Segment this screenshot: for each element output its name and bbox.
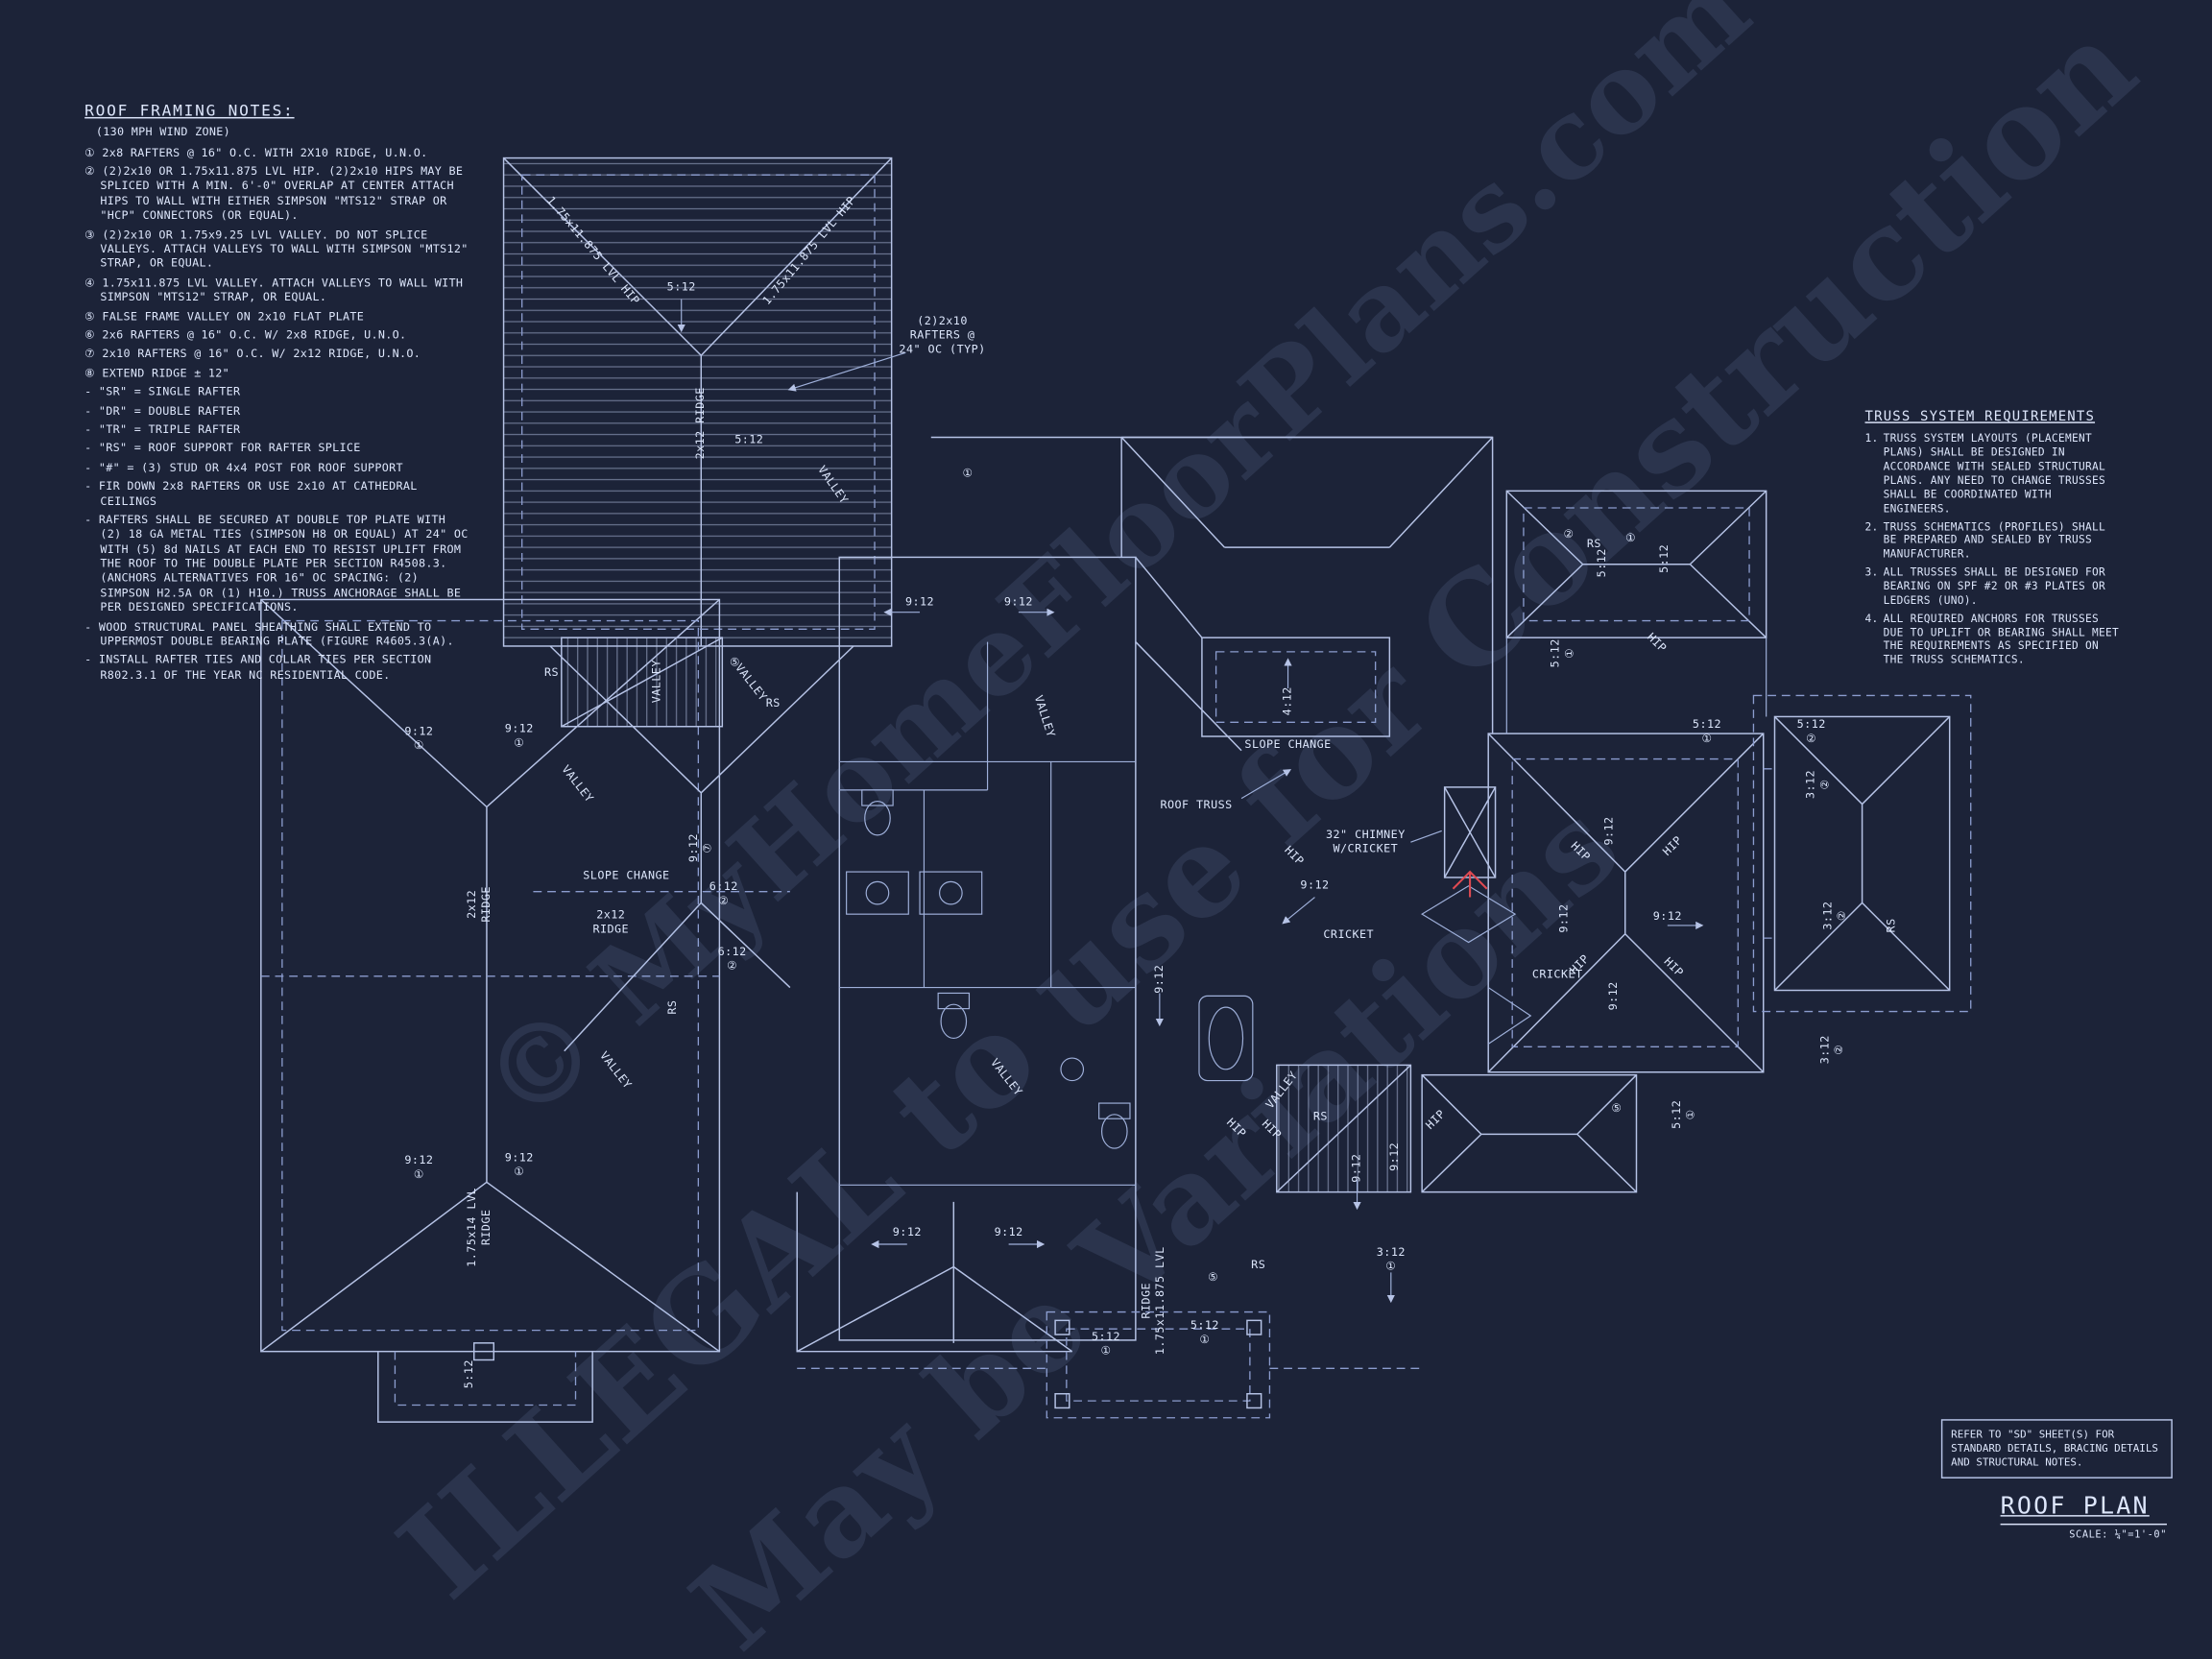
sd-reference-note: REFER TO "SD" SHEET(S) FOR STANDARD DETA… <box>1940 1419 2173 1479</box>
stairs-upper <box>561 637 724 728</box>
truss-system-requirements: TRUSS SYSTEM REQUIREMENTS 1. TRUSS SYSTEM… <box>1865 409 2122 671</box>
slope-change-box-dashed <box>1214 651 1377 723</box>
notes-title: ROOF FRAMING NOTES: <box>84 101 295 120</box>
note-item: - "RS" = ROOF SUPPORT FOR RAFTER SPLICE <box>84 442 361 455</box>
note-item: - FIR DOWN 2x8 RAFTERS OR USE 2x10 AT CA… <box>84 479 418 508</box>
truss-item: 1. TRUSS SYSTEM LAYOUTS (PLACEMENT PLANS)… <box>1865 432 2122 516</box>
note-item: ④ 1.75x11.875 LVL VALLEY. ATTACH VALLEYS… <box>84 276 464 304</box>
center-right-roof <box>1120 436 1494 752</box>
sheet-scale: SCALE: ¼"=1'-0" <box>2069 1528 2167 1541</box>
note-item: - "DR" = DOUBLE RAFTER <box>84 404 241 418</box>
note-item: ③ (2)2x10 OR 1.75x9.25 LVL VALLEY. DO NO… <box>84 228 469 271</box>
gable-roof-block <box>502 156 1493 647</box>
sheet-title: ROOF PLAN <box>2000 1493 2167 1526</box>
red-revision-mark <box>1452 870 1488 898</box>
notes-subtitle: (130 MPH WIND ZONE) <box>95 126 230 139</box>
note-item: - "SR" = SINGLE RAFTER <box>84 385 241 398</box>
note-item: - INSTALL RAFTER TIES AND COLLAR TIES PE… <box>84 653 432 682</box>
interior-partitions <box>839 641 1136 1186</box>
truss-item: 2. TRUSS SCHEMATICS (PROFILES) SHALL BE P… <box>1865 519 2122 561</box>
note-item: - "#" = (3) STUD OR 4x4 POST FOR ROOF SU… <box>84 461 403 474</box>
title-block: ROOF PLAN SCALE: ¼"=1'-0" <box>2000 1493 2167 1541</box>
note-item: ⑧ EXTEND RIDGE ± 12" <box>84 366 230 379</box>
top-right-connectors <box>1505 637 1767 734</box>
truss-item-number: 4. <box>1864 612 1879 625</box>
right-hip-square <box>1487 733 1765 1073</box>
note-item: ② (2)2x10 OR 1.75x11.875 LVL HIP. (2)2x1… <box>84 165 464 223</box>
central-roof-block <box>796 556 1137 1353</box>
stairs-lower <box>1276 1064 1412 1193</box>
note-item: - "TR" = TRIPLE RAFTER <box>84 422 241 436</box>
cricket-shapes <box>1421 885 1532 1045</box>
notes-list: ① 2x8 RAFTERS @ 16" O.C. WITH 2X10 RIDGE… <box>84 146 471 683</box>
far-right-hip <box>1773 715 1951 992</box>
truss-item: 4. ALL REQUIRED ANCHORS FOR TRUSSES DUE T… <box>1865 612 2122 667</box>
truss-item-text: ALL REQUIRED ANCHORS FOR TRUSSES DUE TO … <box>1883 612 2120 666</box>
note-item: ① 2x8 RAFTERS @ 16" O.C. WITH 2X10 RIDGE… <box>84 146 428 159</box>
bath-fixtures <box>846 789 1254 1149</box>
sd-note-text: REFER TO "SD" SHEET(S) FOR STANDARD DETA… <box>1951 1428 2158 1469</box>
truss-item-text: TRUSS SYSTEM LAYOUTS (PLACEMENT PLANS) S… <box>1883 432 2106 515</box>
roof-framing-notes: ROOF FRAMING NOTES: (130 MPH WIND ZONE) … <box>84 102 471 687</box>
truss-item: 3. ALL TRUSSES SHALL BE DESIGNED FOR BEAR… <box>1865 565 2122 607</box>
lower-right-roof <box>1421 1073 1638 1193</box>
truss-item-number: 1. <box>1864 432 1879 445</box>
far-right-overhang-dashed <box>1752 694 1972 1013</box>
top-right-overhang-dashed <box>1523 507 1750 622</box>
note-item: - RAFTERS SHALL BE SECURED AT DOUBLE TOP… <box>84 513 469 614</box>
note-item: - WOOD STRUCTURAL PANEL SHEATHING SHALL … <box>84 619 454 648</box>
note-item: ⑦ 2x10 RAFTERS @ 16" O.C. W/ 2x12 RIDGE,… <box>84 348 421 361</box>
bottom-porch-dashed <box>797 1310 1423 1419</box>
truss-list: 1. TRUSS SYSTEM LAYOUTS (PLACEMENT PLANS)… <box>1865 432 2122 667</box>
gable-overhang-dashed <box>521 174 876 631</box>
truss-item-text: TRUSS SCHEMATICS (PROFILES) SHALL BE PRE… <box>1883 519 2106 561</box>
leader-lines-and-arrows <box>677 299 1704 1304</box>
valley-lines-center <box>549 645 854 1052</box>
right-hip-overhang-dashed <box>1511 757 1739 1047</box>
truss-item-text: ALL TRUSSES SHALL BE DESIGNED FOR BEARIN… <box>1883 565 2106 607</box>
note-item: ⑥ 2x6 RAFTERS @ 16" O.C. W/ 2x8 RIDGE, U… <box>84 328 407 342</box>
left-wing-overhang-dashed <box>260 619 720 1407</box>
truss-item-number: 3. <box>1864 565 1879 579</box>
note-item: ⑤ FALSE FRAME VALLEY ON 2x10 FLAT PLATE <box>84 309 365 323</box>
top-right-hip <box>1505 490 1767 638</box>
truss-item-number: 2. <box>1864 519 1879 533</box>
truss-title: TRUSS SYSTEM REQUIREMENTS <box>1864 409 2096 425</box>
porch-posts <box>1054 1319 1262 1409</box>
